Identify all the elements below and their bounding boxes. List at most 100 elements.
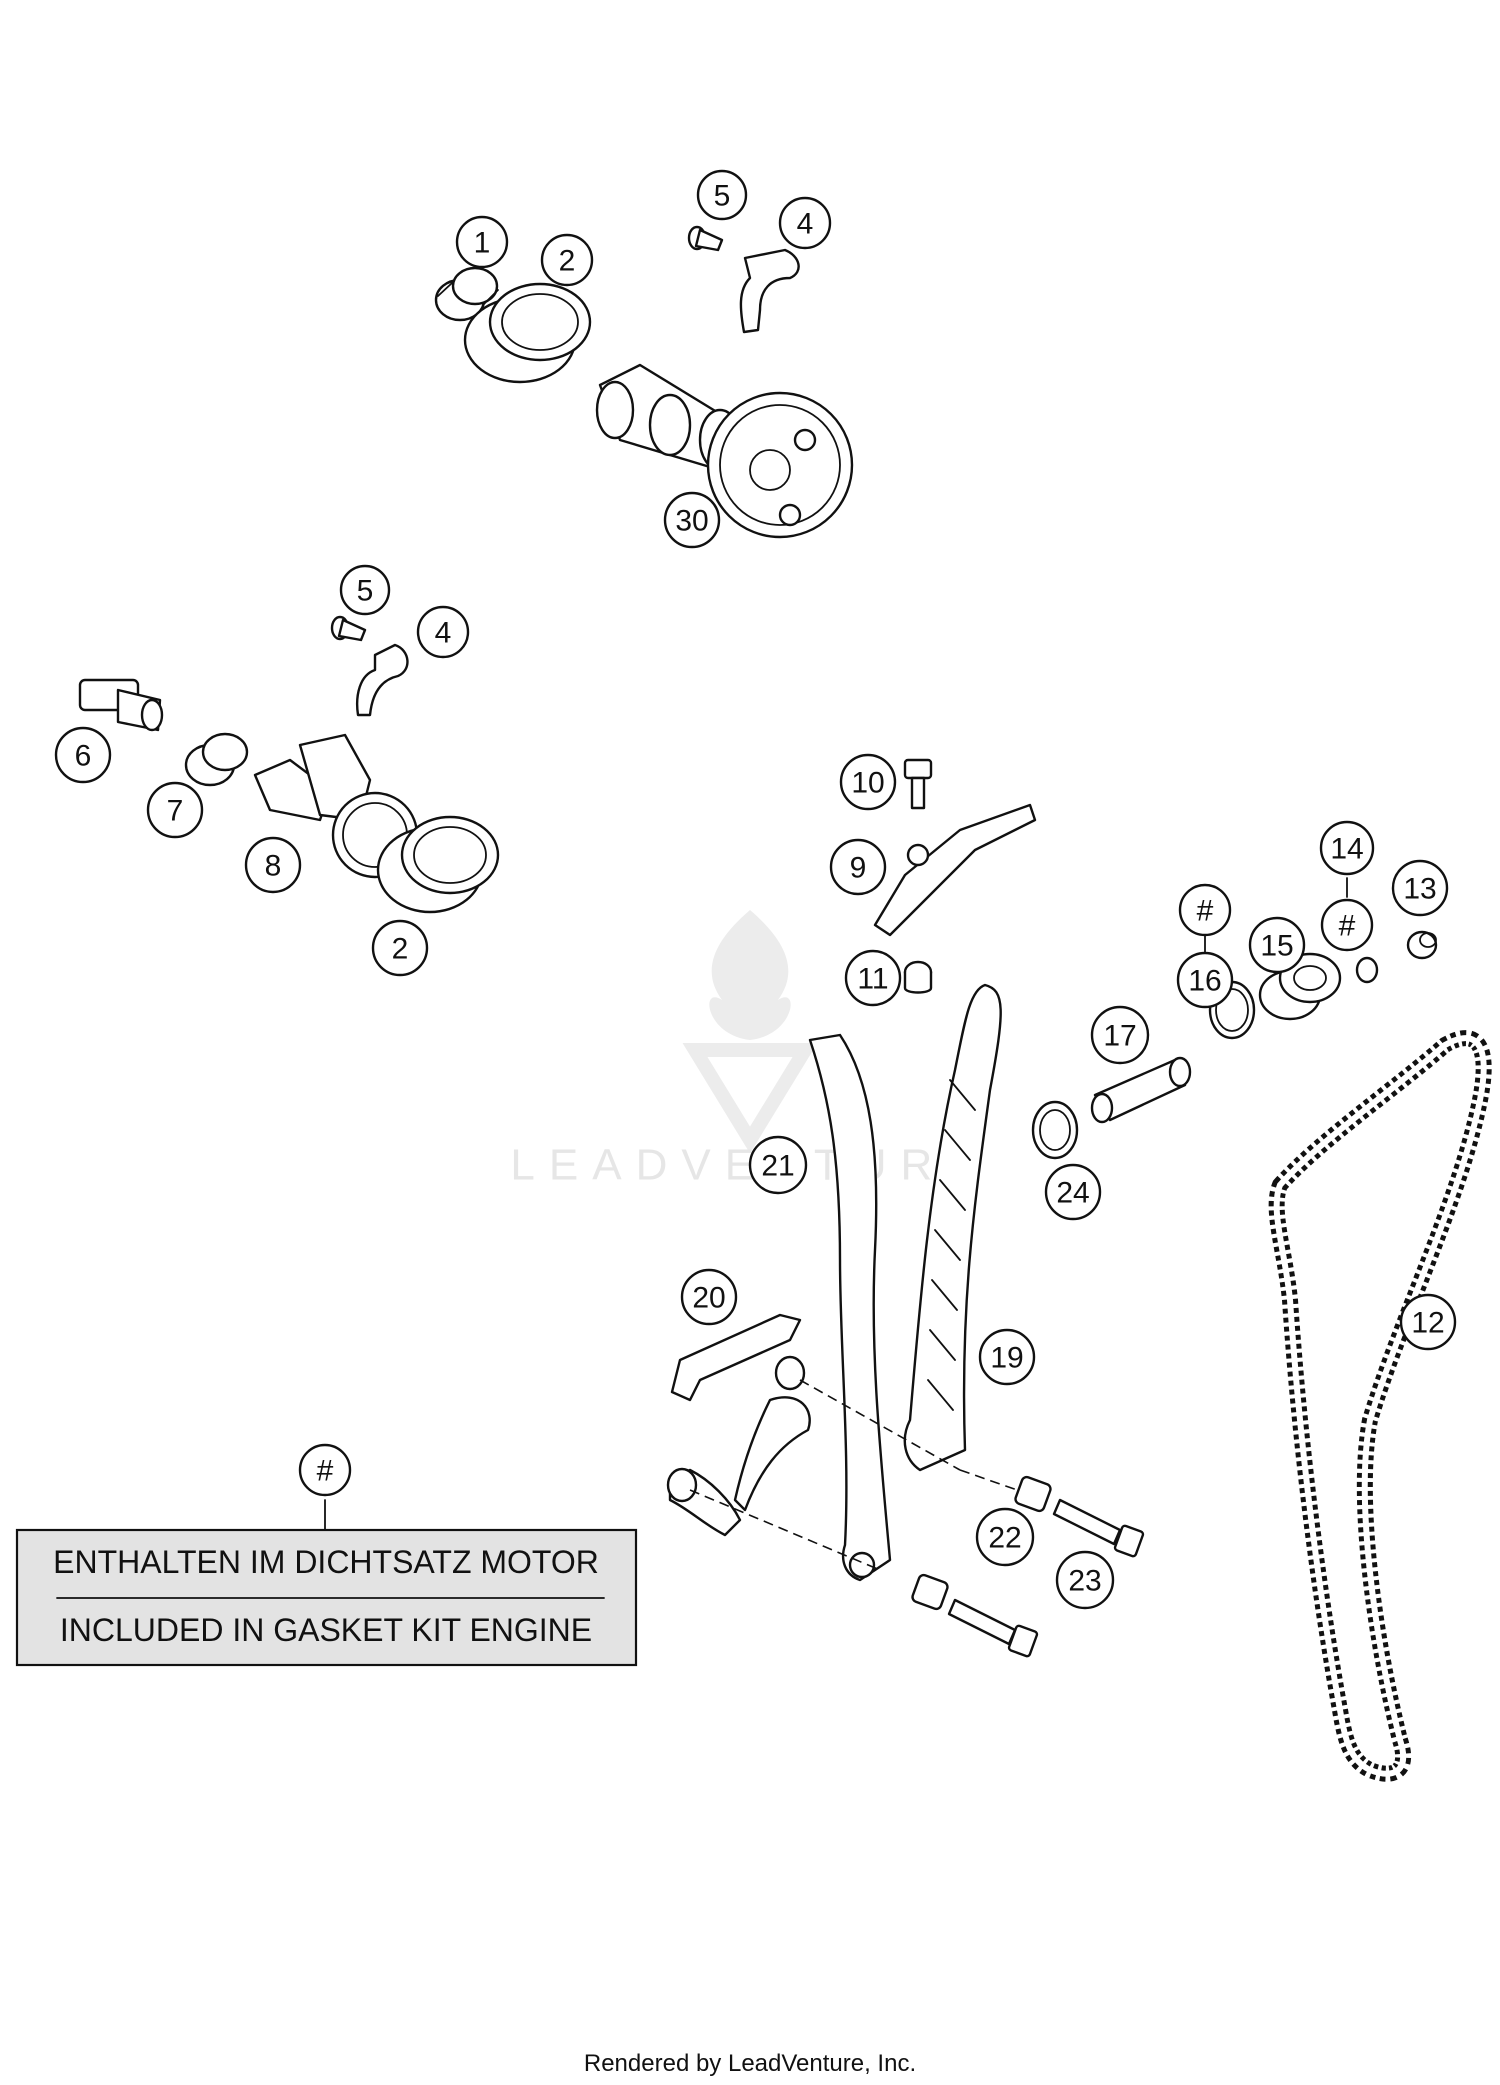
callout-8: 8 [244, 836, 302, 894]
callout-label: 5 [714, 180, 731, 213]
callout-circle [1248, 916, 1306, 974]
callout-label: 4 [435, 617, 452, 650]
callout-circle [1391, 859, 1449, 917]
bushing-7 [184, 732, 249, 787]
callout-12: 12 [1399, 1293, 1457, 1351]
callout-circle [540, 233, 594, 287]
callout-label: 9 [850, 852, 867, 885]
callout-circle [1176, 951, 1234, 1009]
callout-label: # [1197, 895, 1214, 928]
callout-14: 14 [1319, 820, 1375, 876]
callouts: 12543054678210911#1413#16151724212019122… [54, 169, 1457, 1610]
bolt-lower [947, 1598, 1039, 1658]
callout-circle [339, 564, 391, 616]
callout-circle [829, 838, 887, 896]
guide-9 [873, 803, 1037, 937]
nut-11 [903, 960, 933, 994]
callout-label: 6 [75, 740, 92, 773]
callout-circle [1044, 1163, 1102, 1221]
screw-5-top [687, 225, 724, 252]
callout-circle [455, 215, 509, 269]
callout-20: 20 [680, 1268, 738, 1326]
callout-circle [1399, 1293, 1457, 1351]
callout-13: 13 [1391, 859, 1449, 917]
callout-label: 14 [1330, 833, 1363, 866]
callout-6: 6 [54, 726, 112, 784]
plate-4-mid [356, 643, 409, 717]
callout-4: 4 [778, 196, 832, 250]
guide-rail-21 [808, 1033, 892, 1582]
footer-credit: Rendered by LeadVenture, Inc. [583, 2050, 917, 2077]
timing-chain-12 [1268, 1030, 1492, 1782]
callout-circle [371, 919, 429, 977]
callout-label: 16 [1188, 965, 1221, 998]
callout-circle [54, 726, 112, 784]
callout-label: # [1339, 910, 1356, 943]
callout-23: 23 [1055, 1550, 1115, 1610]
callout-hash: # [1178, 883, 1232, 937]
callout-circle [1320, 898, 1374, 952]
callout-19: 19 [978, 1328, 1036, 1386]
callout-circle [975, 1507, 1035, 1567]
camshaft-30 [595, 363, 854, 539]
callout-label: 20 [692, 1282, 725, 1315]
callout-label: 8 [265, 850, 282, 883]
bearing-ring-2-mid [376, 815, 500, 914]
callout-label: 2 [392, 933, 409, 966]
callout-circle [1090, 1005, 1150, 1065]
callout-7: 7 [146, 781, 204, 839]
callout-hash: # [298, 1443, 352, 1497]
callout-11: 11 [844, 949, 902, 1007]
callout-circle [146, 781, 204, 839]
callout-4: 4 [416, 605, 470, 659]
callout-label: 5 [357, 575, 374, 608]
callout-hash: # [1320, 898, 1374, 952]
callout-circle [416, 605, 470, 659]
bearing-ring-2-top [463, 282, 592, 384]
callout-24: 24 [1044, 1163, 1102, 1221]
sleeve-22 [1014, 1475, 1052, 1513]
bolt-23-right [1052, 1498, 1145, 1558]
callout-label: 13 [1403, 873, 1436, 906]
watermark-flame-icon [709, 910, 791, 1040]
callout-21: 21 [748, 1135, 808, 1195]
callout-30: 30 [663, 491, 721, 549]
callout-circle [663, 491, 721, 549]
callout-label: 22 [988, 1522, 1021, 1555]
plate-4-top [739, 248, 800, 334]
tensioner-rail-19 [903, 983, 1002, 1472]
callout-circle [244, 836, 302, 894]
legend-text-de: ENTHALTEN IM DICHTSATZ MOTOR [53, 1544, 599, 1580]
bracket-lower [666, 1467, 742, 1537]
callout-10: 10 [839, 753, 897, 811]
callout-2: 2 [540, 233, 594, 287]
callout-1: 1 [455, 215, 509, 269]
plunger-17 [1090, 1056, 1192, 1124]
callout-circle [778, 196, 832, 250]
callout-label: 15 [1260, 930, 1293, 963]
callout-circle [978, 1328, 1036, 1386]
watermark-text: LEADVENTURE [510, 1141, 989, 1190]
part-20 [670, 1313, 811, 1512]
callout-label: 12 [1411, 1307, 1444, 1340]
screw-5-mid [330, 615, 367, 642]
sensor-6 [78, 678, 164, 732]
callout-label: # [317, 1455, 334, 1488]
callout-circle [696, 169, 748, 221]
callout-15: 15 [1248, 916, 1306, 974]
callout-label: 4 [797, 208, 814, 241]
callout-circle [298, 1443, 352, 1497]
seal-24 [1031, 1100, 1079, 1160]
callout-label: 23 [1068, 1565, 1101, 1598]
callout-circle [1055, 1550, 1115, 1610]
callout-5: 5 [339, 564, 391, 616]
bolt-10 [903, 758, 933, 810]
callout-label: 19 [990, 1342, 1023, 1375]
dash-line-2 [689, 1489, 881, 1571]
callout-22: 22 [975, 1507, 1035, 1567]
dash-line-1 [799, 1379, 961, 1471]
callout-label: 30 [675, 505, 708, 538]
callout-label: 10 [851, 767, 884, 800]
watermark: LEADVENTURE [510, 910, 989, 1190]
